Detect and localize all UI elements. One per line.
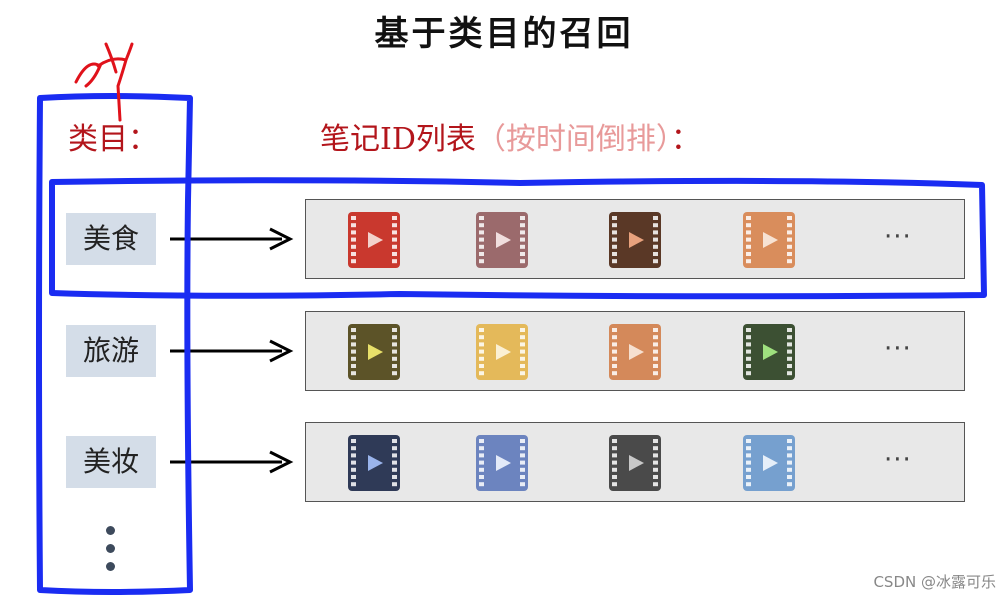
video-note-icon bbox=[743, 324, 795, 380]
category-label: 美食 bbox=[66, 213, 156, 265]
category-label: 旅游 bbox=[66, 325, 156, 377]
video-note-icon bbox=[609, 435, 661, 491]
more-dot bbox=[106, 562, 115, 571]
more-ellipsis: ··· bbox=[884, 334, 912, 364]
blue-highlight-outline bbox=[36, 93, 987, 595]
note-list-header-paren: （按时间倒排） bbox=[475, 122, 671, 157]
video-note-icon bbox=[609, 212, 661, 268]
video-note-icon bbox=[743, 212, 795, 268]
more-ellipsis: ··· bbox=[884, 445, 912, 475]
note-list-row: ··· bbox=[305, 422, 965, 502]
note-list-header-colon: ： bbox=[670, 122, 701, 157]
note-list-row: ··· bbox=[305, 199, 965, 279]
video-note-icon bbox=[609, 324, 661, 380]
watermark: CSDN @冰露可乐 bbox=[873, 573, 996, 591]
category-header: 类目： bbox=[68, 122, 158, 157]
video-note-icon bbox=[348, 212, 400, 268]
page-title: 基于类目的召回 bbox=[374, 14, 634, 54]
video-note-icon bbox=[476, 212, 528, 268]
more-dot bbox=[106, 544, 115, 553]
category-label: 美妆 bbox=[66, 436, 156, 488]
video-note-icon bbox=[743, 435, 795, 491]
video-note-icon bbox=[348, 324, 400, 380]
video-note-icon bbox=[476, 324, 528, 380]
note-list-row: ··· bbox=[305, 311, 965, 391]
red-scribble-mark bbox=[74, 42, 134, 122]
more-ellipsis: ··· bbox=[884, 222, 912, 252]
note-list-header-main: 笔记ID列表 bbox=[320, 122, 476, 157]
video-note-icon bbox=[476, 435, 528, 491]
note-list-header: 笔记ID列表（按时间倒排）： bbox=[320, 114, 701, 158]
video-note-icon bbox=[348, 435, 400, 491]
more-dot bbox=[106, 526, 115, 535]
